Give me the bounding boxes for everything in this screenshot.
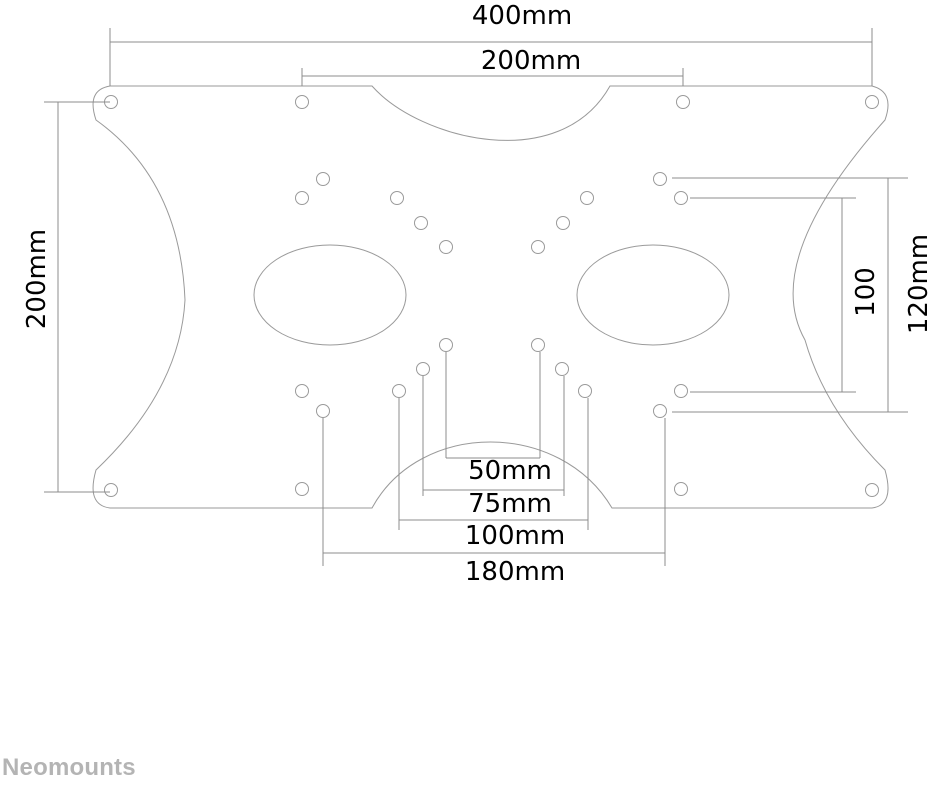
mounting-hole [676, 95, 690, 109]
mounting-hole [674, 482, 688, 496]
mounting-hole [674, 191, 688, 205]
brand-logo: Neomounts [2, 754, 136, 781]
mounting-hole [674, 384, 688, 398]
mounting-hole [295, 191, 309, 205]
mounting-hole [316, 404, 330, 418]
mounting-hole [392, 384, 406, 398]
mounting-hole [653, 404, 667, 418]
mounting-hole [531, 338, 545, 352]
right-oval-cutout [576, 244, 730, 346]
label-height-200: 200mm [22, 229, 52, 329]
mounting-hole [439, 338, 453, 352]
mounting-hole [439, 240, 453, 254]
plate-outline [92, 85, 889, 509]
mounting-hole [414, 216, 428, 230]
mounting-holes [104, 95, 879, 497]
label-width-400: 400mm [472, 1, 572, 31]
mounting-hole [295, 384, 309, 398]
label-spacing-180: 180mm [465, 557, 565, 587]
mounting-hole [555, 362, 569, 376]
label-spacing-100: 100mm [465, 521, 565, 551]
mounting-hole [556, 216, 570, 230]
mounting-hole [295, 482, 309, 496]
plate-contour [92, 85, 889, 509]
mounting-hole [316, 172, 330, 186]
label-height-120: 120mm [904, 234, 934, 334]
dimension-labels: 400mm 200mm 200mm 120mm 100 50mm 75mm 10… [22, 1, 934, 587]
mounting-hole [578, 384, 592, 398]
left-oval-cutout [253, 244, 407, 346]
mounting-hole [416, 362, 430, 376]
mounting-hole [104, 483, 118, 497]
mounting-hole [531, 240, 545, 254]
dimension-lines [44, 28, 908, 566]
label-spacing-75: 75mm [468, 489, 552, 519]
mounting-hole [653, 172, 667, 186]
mounting-hole [390, 191, 404, 205]
mounting-hole [865, 483, 879, 497]
mounting-hole [580, 191, 594, 205]
mounting-hole [865, 95, 879, 109]
label-height-100: 100 [851, 267, 881, 317]
label-spacing-50: 50mm [468, 456, 552, 486]
mounting-hole [295, 95, 309, 109]
label-width-200: 200mm [481, 46, 581, 76]
